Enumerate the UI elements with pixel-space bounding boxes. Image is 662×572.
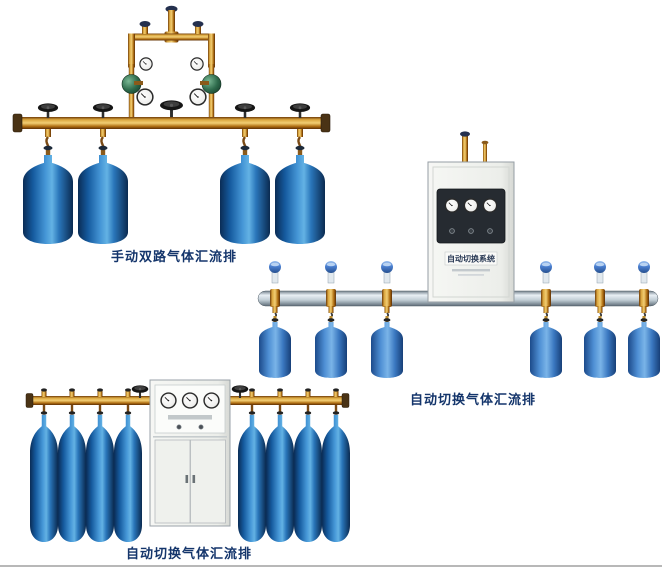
shutoff-valve-wheel: [92, 103, 114, 118]
cabinet-top-pipe: [483, 144, 487, 164]
pressure-gauge: [189, 88, 207, 106]
bar-cylinder-station: [371, 261, 403, 378]
gas-cylinder-station: [78, 129, 128, 244]
pressure-regulator-right: [189, 57, 222, 120]
indicator-knob: [468, 228, 474, 234]
shutoff-valve-wheel: [234, 103, 256, 118]
indicator-knob: [198, 424, 204, 430]
cabinet-top-valve-knob: [460, 131, 470, 137]
pipe-cap: [481, 140, 489, 145]
caption-auto-switch-manifold-floor: 自动切换气体汇流排: [125, 547, 252, 562]
pressure-gauge: [136, 88, 154, 106]
gas-cylinder-station: [114, 388, 142, 542]
gas-cylinder-station: [220, 129, 270, 244]
indicator-knob: [487, 228, 493, 234]
bar-cylinder-station: [530, 261, 562, 378]
cabinet-fine-print: [452, 269, 490, 272]
control-cabinet-floor: [149, 379, 231, 527]
pressure-regulator-left: [121, 57, 154, 120]
cabinet-divider: [153, 436, 227, 438]
cabinet-top-pipe: [462, 136, 468, 164]
control-cabinet-wall: 自动切换系统: [427, 131, 515, 303]
down-pipe-right: [208, 33, 215, 68]
gauge-panel: [436, 188, 506, 244]
gas-cylinder-station: [275, 129, 325, 244]
pressure-gauge: [463, 198, 479, 213]
shutoff-valve-wheel: [289, 103, 311, 118]
manifold-pipe-left: [25, 393, 150, 408]
bar-cylinder-station: [315, 261, 347, 378]
figure-auto-switch-manifold-floor: [25, 379, 350, 542]
down-pipe-left: [128, 33, 135, 68]
gas-cylinder-station: [294, 388, 322, 542]
figure-auto-switch-manifold-wall: 自动切换系统: [257, 131, 660, 378]
pressure-gauge: [139, 57, 153, 71]
branch-valve: [139, 21, 151, 34]
gas-cylinder-station: [23, 129, 73, 244]
cabinet-label: 自动切换系统: [447, 254, 495, 264]
indicator-knob: [449, 228, 455, 234]
gas-cylinder-station: [30, 388, 58, 542]
cabinet-fine-print: [458, 274, 484, 276]
manifold-pipe-right: [230, 393, 350, 408]
branch-arm-pipe: [128, 33, 215, 41]
pressure-gauge: [203, 392, 220, 409]
indicator-knob: [176, 424, 182, 430]
outlet-riser-pipe: [168, 10, 175, 36]
bar-cylinder-station: [584, 261, 616, 378]
manifold-pipe: [12, 113, 331, 133]
cabinet-door-left: [154, 439, 191, 524]
gas-cylinder-station: [238, 388, 266, 542]
door-handle: [192, 475, 196, 483]
pressure-gauge: [160, 392, 177, 409]
gas-cylinder-station: [58, 388, 86, 542]
cabinet-label-plate: [444, 251, 498, 266]
pressure-gauge: [181, 392, 199, 409]
gas-cylinder-station: [322, 388, 350, 542]
caption-manual-dual-manifold: 手动双路气体汇流排: [110, 250, 237, 265]
bar-cylinder-station: [259, 261, 291, 378]
cabinet-door-right: [190, 439, 226, 524]
shutoff-valve-wheel: [37, 103, 59, 118]
gauge-panel: [154, 384, 226, 434]
door-handle: [185, 475, 189, 483]
pressure-gauge: [482, 198, 498, 213]
page-bottom-rule: [0, 565, 662, 567]
cabinet-fine-print: [168, 415, 212, 420]
gas-cylinder-station: [86, 388, 114, 542]
center-valve-wheel: [160, 100, 183, 117]
bar-cylinder-station: [628, 261, 660, 378]
branch-valve: [192, 21, 204, 34]
gas-cylinder-station: [266, 388, 294, 542]
pressure-gauge: [190, 57, 204, 71]
caption-auto-switch-manifold-wall: 自动切换气体汇流排: [409, 393, 536, 408]
pressure-gauge: [444, 198, 460, 213]
figure-manual-dual-manifold: [12, 5, 331, 244]
